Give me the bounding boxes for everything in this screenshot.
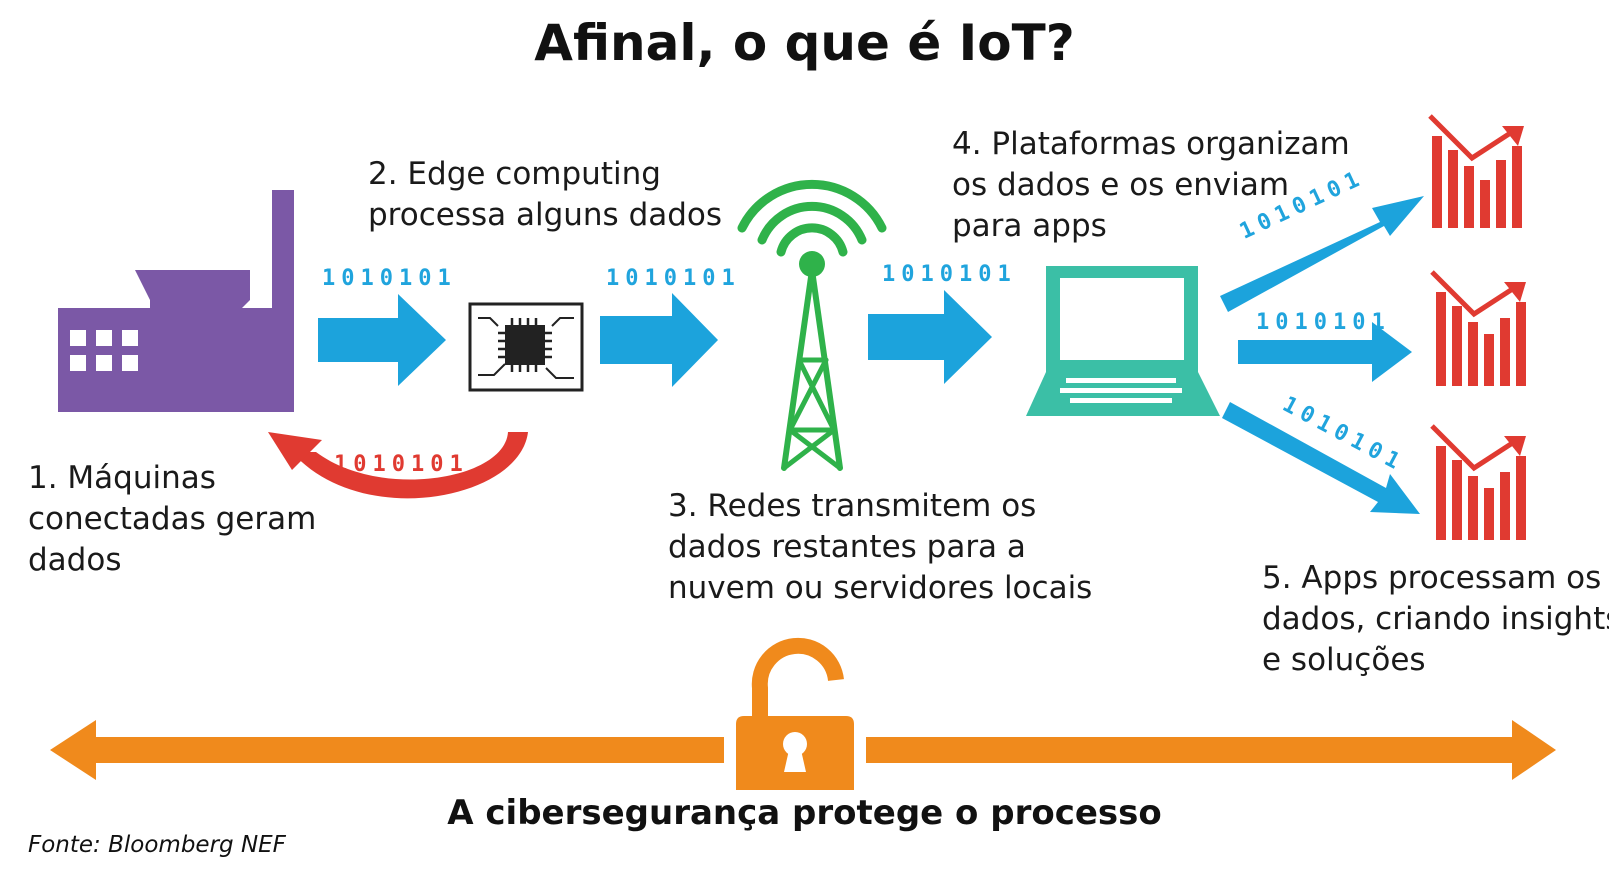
step-4-line-1: 4. Plataformas organizam xyxy=(952,126,1350,162)
step-5-line-1: 5. Apps processam os xyxy=(1262,560,1602,596)
return-arrow xyxy=(268,432,528,499)
bits-label-middle: 1010101 xyxy=(1256,310,1391,335)
arrow-to-app-top xyxy=(1220,196,1424,312)
step-5-line-2: dados, criando insights xyxy=(1262,601,1609,637)
arrow-to-app-bottom xyxy=(1222,402,1420,514)
bits-label-2: 1010101 xyxy=(606,266,741,291)
bits-label-1: 1010101 xyxy=(322,266,457,291)
bits-label-3: 1010101 xyxy=(882,262,1017,287)
security-arrow xyxy=(50,720,1556,780)
step-4-text: 4. Plataformas organizam os dados e os e… xyxy=(952,124,1350,247)
app-arrows xyxy=(1220,196,1424,514)
step-2-line-1: 2. Edge computing xyxy=(368,156,661,192)
security-caption: A cibersegurança protege o processo xyxy=(447,793,1162,833)
laptop-icon xyxy=(1026,266,1220,416)
step-1-line-2: conectadas geram xyxy=(28,501,317,537)
source-credit: Fonte: Bloomberg NEF xyxy=(28,832,286,858)
factory-icon xyxy=(58,190,294,412)
step-3-line-3: nuvem ou servidores locais xyxy=(668,570,1093,606)
padlock-icon xyxy=(736,637,854,790)
bar-chart-icon-1 xyxy=(1428,114,1524,228)
bar-chart-icon-3 xyxy=(1430,424,1526,540)
flow-arrow-2 xyxy=(600,293,718,387)
step-1-line-3: dados xyxy=(28,542,122,578)
chip-icon xyxy=(468,302,584,392)
antenna-tip xyxy=(799,251,825,277)
step-3-line-1: 3. Redes transmitem os xyxy=(668,488,1037,524)
step-5-line-3: e soluções xyxy=(1262,642,1426,678)
step-1-line-1: 1. Máquinas xyxy=(28,460,216,496)
step-2-line-2: processa alguns dados xyxy=(368,197,723,233)
flow-arrow-3 xyxy=(868,290,992,384)
flow-arrow-1 xyxy=(318,294,446,386)
bits-label-return: 1010101 xyxy=(334,452,469,477)
arrow-to-app-middle xyxy=(1238,322,1412,382)
bar-chart-icon-2 xyxy=(1430,270,1526,386)
step-1-text: 1. Máquinas conectadas geram dados xyxy=(28,458,316,581)
page-title: Afinal, o que é IoT? xyxy=(534,14,1075,72)
antenna-icon xyxy=(737,179,887,471)
step-5-text: 5. Apps processam os dados, criando insi… xyxy=(1262,558,1609,681)
step-3-line-2: dados restantes para a xyxy=(668,529,1026,565)
step-2-text: 2. Edge computing processa alguns dados xyxy=(368,154,722,236)
step-4-line-3: para apps xyxy=(952,208,1107,244)
step-4-line-2: os dados e os enviam xyxy=(952,167,1290,203)
step-3-text: 3. Redes transmitem os dados restantes p… xyxy=(668,486,1092,609)
